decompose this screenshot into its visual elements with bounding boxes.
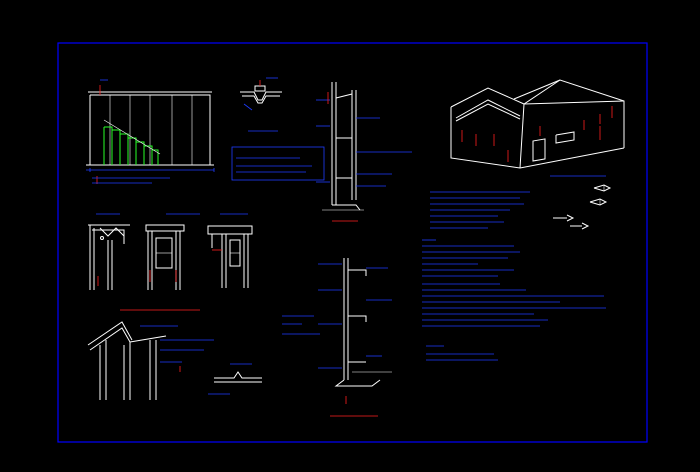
drawing-border (57, 42, 648, 443)
fastener-details (553, 184, 612, 230)
wall-elevation-view (86, 79, 215, 184)
panel-section-view (240, 77, 282, 132)
window-detail-view (207, 213, 253, 288)
door-detail-view (120, 213, 200, 311)
eave-detail-view (88, 213, 130, 290)
wall-section-view (316, 82, 412, 222)
building-isometric-view (450, 79, 625, 177)
joint-detail-view (208, 363, 262, 395)
gable-detail-view (87, 321, 214, 400)
general-notes (422, 191, 606, 361)
elevation-notes-box (231, 146, 325, 181)
foundation-section-view (282, 258, 392, 417)
